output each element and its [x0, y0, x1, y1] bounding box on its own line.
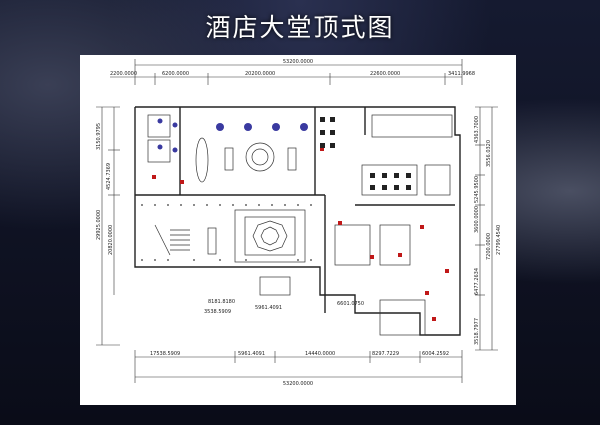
slide-title: 酒店大堂顶式图 [205, 13, 395, 42]
dim-inner-2: 3538.5909 [204, 309, 231, 315]
dim-right-3: 5245.9500 [474, 176, 480, 203]
dim-right-8: 3518.7977 [474, 318, 480, 345]
dim-bottom-4: 8297.7229 [372, 351, 399, 357]
dim-top-4: 22600.0000 [370, 71, 400, 77]
dim-bottom-3: 14440.0000 [305, 351, 335, 357]
dim-bottom-1: 17538.5909 [150, 351, 180, 357]
dim-top-5: 3411.9968 [448, 71, 475, 77]
dim-inner-3: 5961.4091 [255, 305, 282, 311]
dim-left-3: 29925.0000 [96, 210, 102, 240]
dim-top-2: 6200.0000 [162, 71, 189, 77]
dim-right-4: 3600.0000 [474, 206, 480, 233]
dim-right-5: 7200.0000 [486, 233, 492, 260]
dim-left-1: 3150.9795 [96, 123, 102, 150]
dim-top-1: 2200.0000 [110, 71, 137, 77]
dim-inner-4: 6601.0750 [337, 301, 364, 307]
dim-right-7: 6477.2634 [474, 268, 480, 295]
drawing-sheet: 53200.0000 2200.0000 6200.0000 20200.000… [80, 55, 516, 405]
dim-right-1: 4363.7000 [474, 116, 480, 143]
dim-inner-1: 8181.8180 [208, 299, 235, 305]
dim-left-4: 20820.0000 [108, 225, 114, 255]
dim-right-6: 27799.4540 [496, 225, 502, 255]
floor-plan-drawing: 53200.0000 2200.0000 6200.0000 20200.000… [96, 59, 502, 387]
dim-total-top: 53200.0000 [283, 59, 313, 65]
dim-top-3: 20200.0000 [245, 71, 275, 77]
dim-bottom-2: 5961.4091 [238, 351, 265, 357]
dim-left-2: 4524.7369 [106, 163, 112, 190]
dim-right-2: 3556.0320 [486, 140, 492, 167]
dim-bottom-5: 6004.2592 [422, 351, 449, 357]
dim-total-bottom: 53200.0000 [283, 381, 313, 387]
